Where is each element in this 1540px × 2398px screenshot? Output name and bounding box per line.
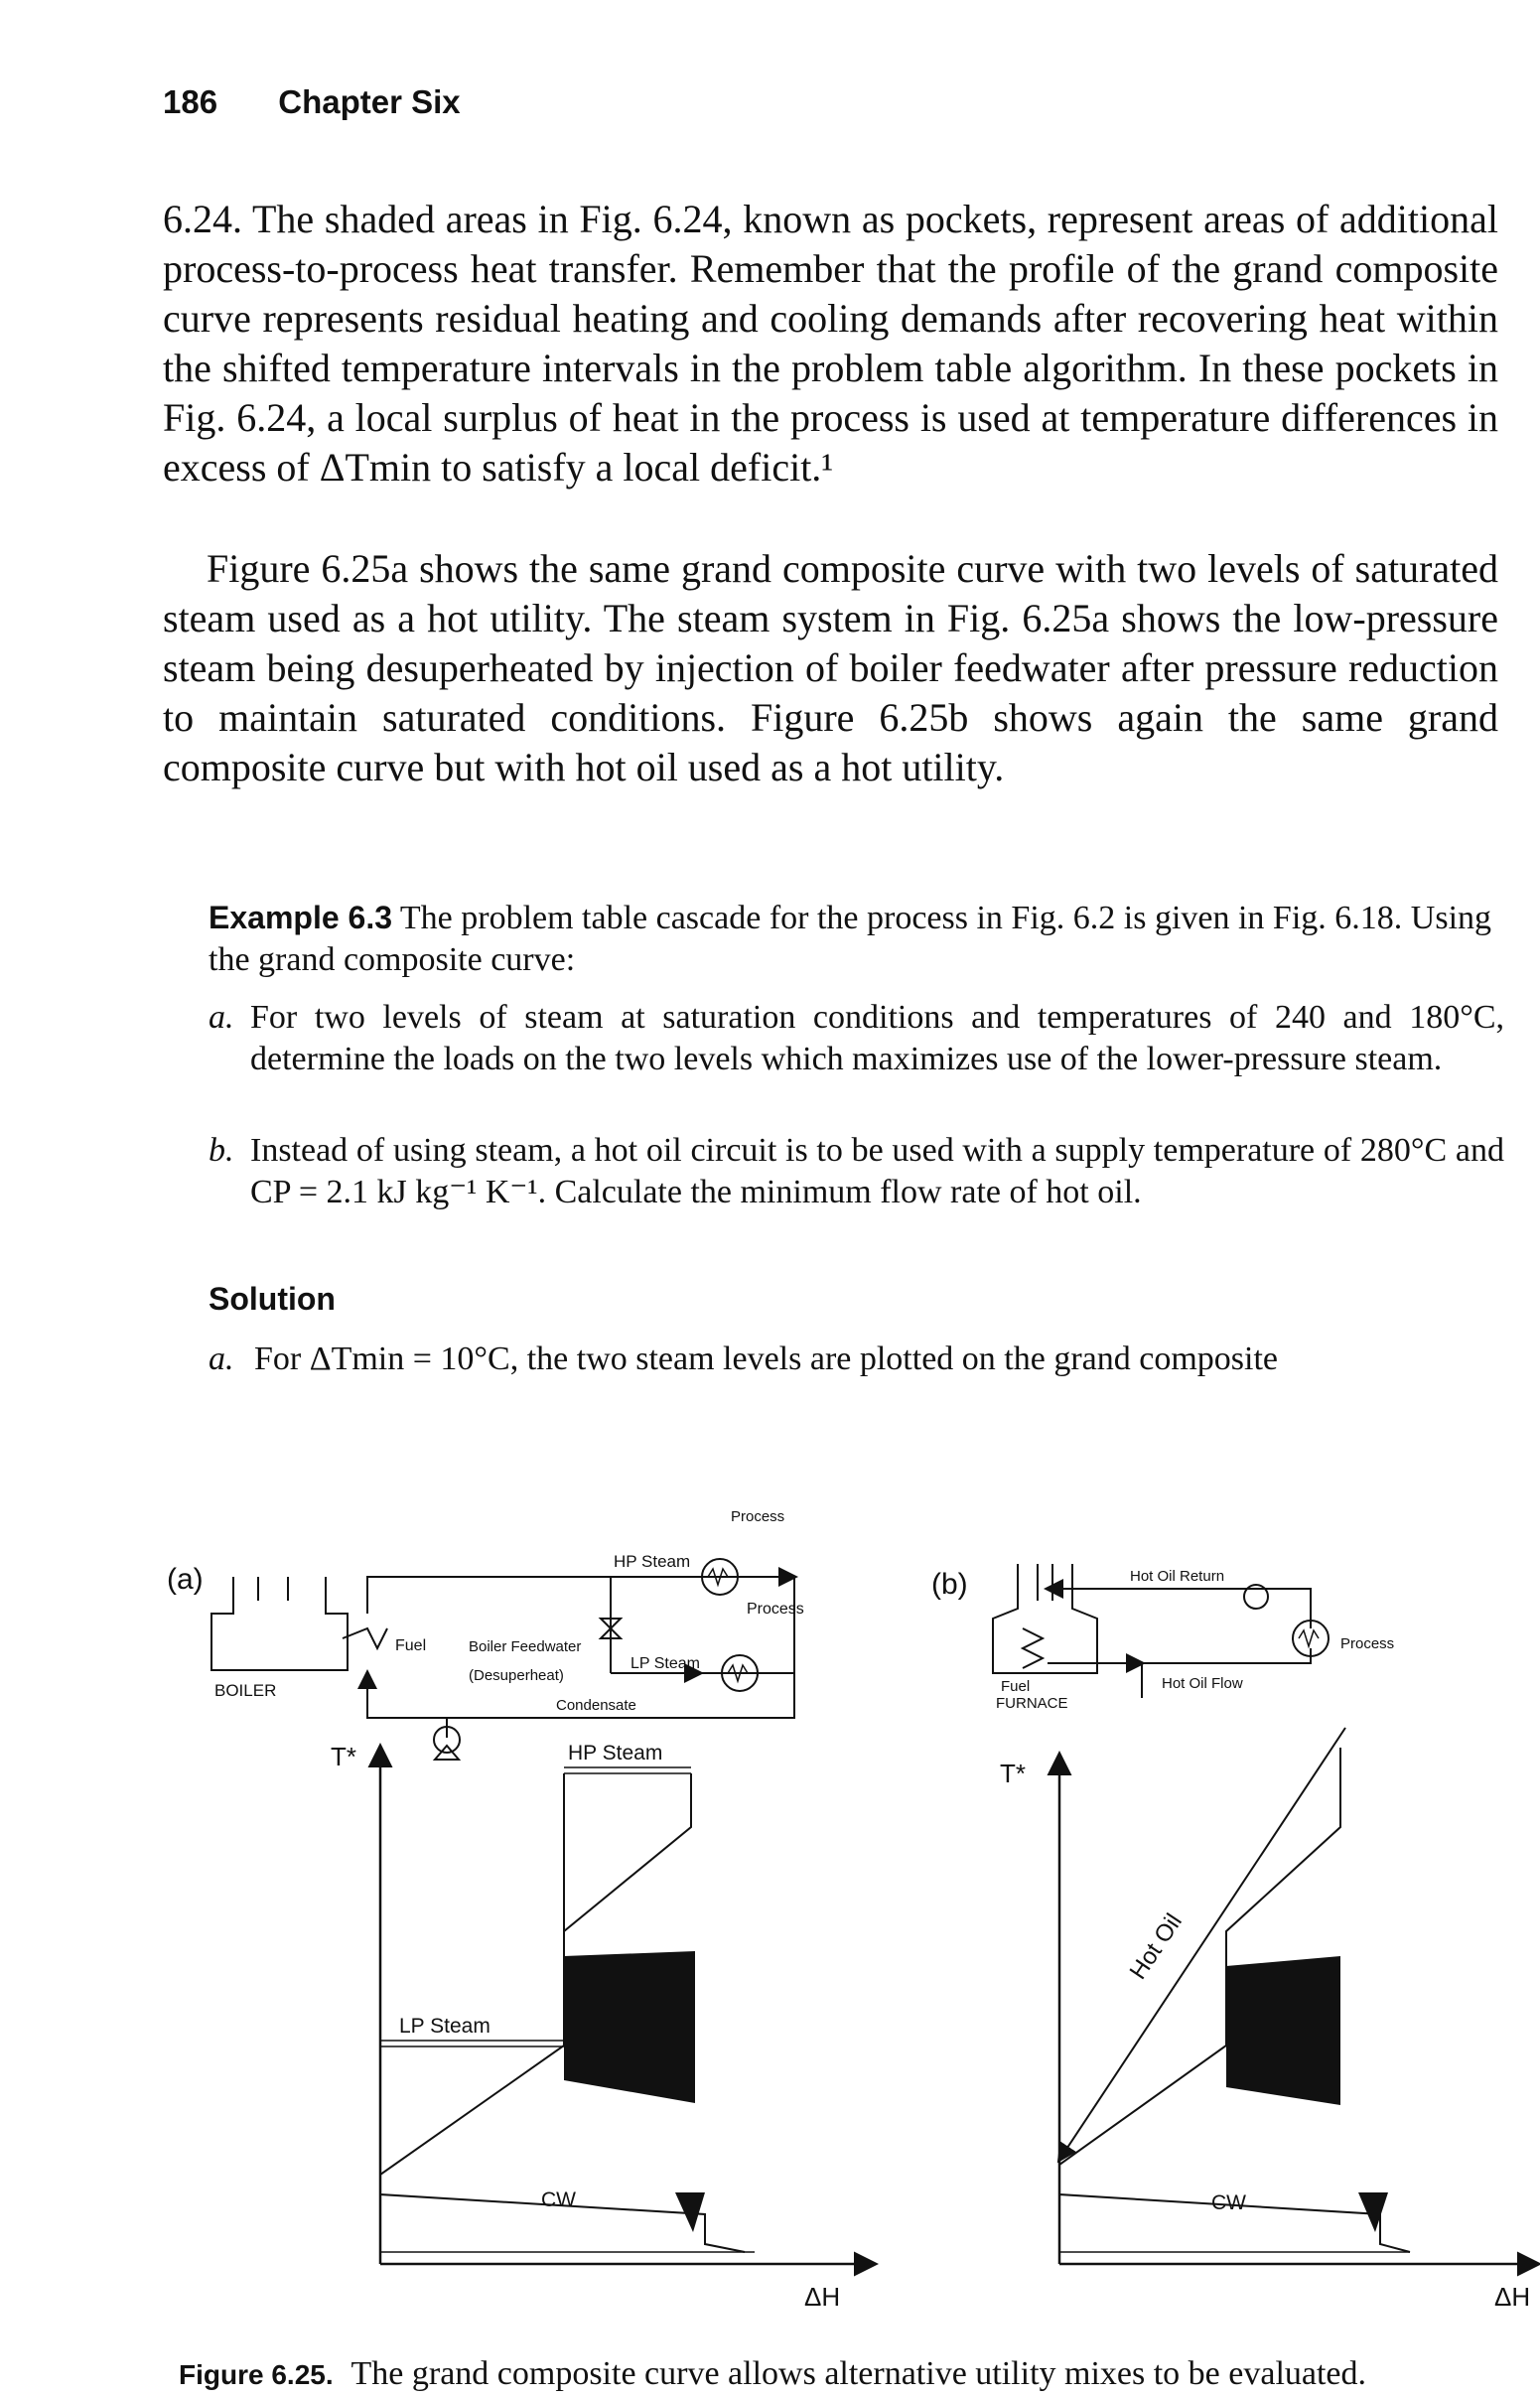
figure-caption: Figure 6.25. The grand composite curve a… (179, 2355, 1539, 2393)
h-axis-label-a: ΔH (804, 2282, 840, 2312)
process-label-a2: Process (747, 1601, 804, 1618)
lp-steam-level-label: LP Steam (399, 2015, 490, 2038)
grand-composite-curve-b (1058, 1748, 1411, 2253)
item-b-label: b. (209, 1132, 234, 1169)
furnace-symbol (992, 1564, 1098, 1674)
pocket-b (1226, 1956, 1340, 2105)
page-number: 186 (163, 83, 218, 120)
paragraph-2-text: Figure 6.25a shows the same grand compos… (163, 546, 1498, 789)
chapter-title: Chapter Six (278, 83, 461, 120)
t-axis-label-b: T* (1000, 1759, 1026, 1788)
cw-label-a: CW (541, 2188, 576, 2211)
hp-steam-top-label: HP Steam (614, 1552, 690, 1571)
hp-steam-level (564, 1766, 691, 1774)
solution-a: a. For ΔTmin = 10°C, the two steam level… (209, 1340, 1504, 1378)
lp-steam-top-label: LP Steam (630, 1655, 700, 1672)
hot-oil-return-label: Hot Oil Return (1130, 1568, 1224, 1585)
cw-label-b: CW (1211, 2191, 1246, 2214)
panel-b-label: (b) (931, 1568, 968, 1601)
example-item-b: b. Instead of using steam, a hot oil cir… (209, 1130, 1504, 1213)
caption-label: Figure 6.25. (179, 2359, 334, 2390)
h-axis-label-b: ΔH (1494, 2282, 1530, 2312)
fuel-label-b: Fuel (1001, 1678, 1030, 1695)
solution-a-text: For ΔTmin = 10°C, the two steam levels a… (254, 1340, 1278, 1377)
furnace-label: FURNACE (996, 1695, 1068, 1712)
valve-icon (598, 1618, 624, 1639)
boiler-symbol (210, 1577, 388, 1671)
grand-composite-curve-a (379, 1773, 746, 2253)
pump-icon-b (1243, 1584, 1269, 1610)
pocket-b-small (1358, 2192, 1388, 2232)
heat-exchanger-icon (701, 1558, 739, 1596)
example-intro: Example 6.3 The problem table cascade fo… (209, 897, 1504, 981)
example-item-a: a. For two levels of steam at saturation… (209, 997, 1504, 1080)
paragraph-2: Figure 6.25a shows the same grand compos… (163, 544, 1498, 792)
figure-6-25: (a) BOILER Fuel Proce (167, 1508, 1540, 2312)
boiler-feedwater-label: Boiler Feedwater (469, 1638, 581, 1655)
solution-heading: Solution (209, 1281, 336, 1317)
process-label-b: Process (1340, 1635, 1394, 1652)
example-label: Example 6.3 (209, 900, 392, 935)
lp-steam-level (380, 2040, 564, 2047)
item-b-text: Instead of using steam, a hot oil circui… (250, 1132, 1504, 1210)
panel-a: (a) BOILER Fuel Proce (167, 1508, 879, 2312)
desuperheat-label: (Desuperheat) (469, 1667, 564, 1684)
hp-steam-level-label: HP Steam (568, 1742, 662, 1764)
condensate-line (366, 1577, 795, 1719)
t-axis-label-a: T* (331, 1742, 356, 1771)
pocket-a (564, 1951, 695, 2103)
heat-exchanger-icon-b (1292, 1620, 1330, 1657)
page-header: 186 Chapter Six (163, 83, 461, 121)
process-label-a1: Process (731, 1508, 784, 1525)
panel-a-label: (a) (167, 1563, 204, 1596)
condensate-label: Condensate (556, 1697, 636, 1714)
boiler-label: BOILER (214, 1681, 276, 1700)
item-a-text: For two levels of steam at saturation co… (250, 999, 1504, 1077)
example-intro-text: The problem table cascade for the proces… (209, 900, 1492, 978)
hot-oil-line (1056, 1727, 1346, 2164)
heat-exchanger-icon (721, 1654, 759, 1692)
pump-icon (433, 1726, 461, 1754)
paragraph-1: 6.24. The shaded areas in Fig. 6.24, kno… (163, 195, 1498, 493)
paragraph-1-text: 6.24. The shaded areas in Fig. 6.24, kno… (163, 197, 1498, 490)
hot-oil-label: Hot Oil (1125, 1908, 1188, 1984)
fuel-label-a: Fuel (395, 1637, 426, 1654)
pocket-a-small (675, 2192, 705, 2232)
panel-b: (b) Fuel FURNACE Hot Oil Return Hot Oil … (931, 1564, 1540, 2312)
solution-a-label: a. (209, 1340, 234, 1377)
item-a-label: a. (209, 999, 234, 1036)
hot-oil-flow-label: Hot Oil Flow (1162, 1675, 1243, 1692)
hp-steam-line (366, 1576, 700, 1614)
caption-text: The grand composite curve allows alterna… (350, 2355, 1367, 2392)
